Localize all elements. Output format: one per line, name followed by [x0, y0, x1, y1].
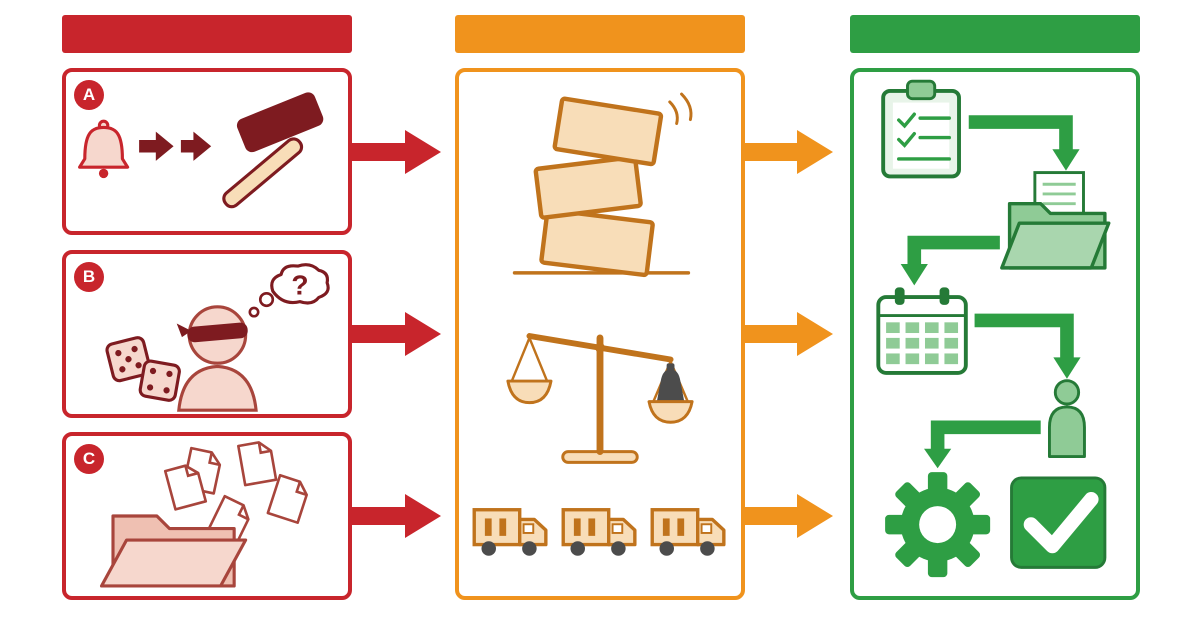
truck-row [471, 502, 729, 562]
red-stage-header-bar [62, 15, 352, 53]
checkmark-square-icon [1010, 476, 1107, 569]
blindfold [176, 322, 248, 343]
badge-a: A [74, 80, 104, 110]
thought-bubble-icon: ? [248, 263, 330, 318]
folder-document-icon [1000, 171, 1111, 270]
gear-icon [885, 472, 991, 578]
calendar-icon [876, 287, 968, 375]
flow-arrow-2 [900, 235, 1000, 286]
truck-icon [561, 508, 637, 556]
orange-connector-arrow-2 [741, 312, 833, 356]
box-b-illustration: ? [105, 263, 330, 412]
flow-arrow-1 [968, 115, 1080, 171]
unstable-stack-icon [512, 92, 693, 278]
clipboard-checklist-icon [881, 79, 961, 179]
flying-papers-icon [163, 441, 308, 547]
folder-icon [99, 514, 248, 588]
bell-icon [78, 119, 130, 179]
orange-connector-arrow-3 [741, 494, 833, 538]
double-arrow-icon [139, 131, 212, 161]
impact-panel [455, 68, 745, 600]
truck-icon [472, 508, 548, 556]
badge-c: C [74, 444, 104, 474]
red-connector-arrow-2 [349, 312, 441, 356]
solution-flow-illustration [876, 79, 1111, 578]
badge-c-label: C [82, 449, 96, 468]
flow-arrow-3 [974, 313, 1081, 379]
orange-connector-arrow-1 [741, 130, 833, 174]
badge-a-label: A [82, 85, 96, 104]
box-a-illustration [78, 92, 324, 209]
red-connector-arrow-1 [349, 130, 441, 174]
balance-scale-icon [506, 333, 694, 464]
question-mark-text: ? [291, 268, 308, 300]
red-connector-arrow-3 [349, 494, 441, 538]
green-stage-header-bar [850, 15, 1140, 53]
blindfolded-person-icon [176, 305, 258, 412]
problem-box-b: B ? [62, 250, 352, 418]
motion-lines [668, 92, 693, 125]
flow-arrow-4 [924, 420, 1041, 469]
truck-icon [650, 508, 726, 556]
solution-panel [850, 68, 1140, 600]
person-icon [1047, 379, 1086, 458]
orange-stage-header-bar [455, 15, 745, 53]
weight-icon [656, 363, 685, 402]
problem-box-a: A [62, 68, 352, 235]
dice-icon [105, 336, 181, 402]
badge-b: B [74, 262, 104, 292]
problem-box-c: C [62, 432, 352, 600]
badge-b-label: B [82, 267, 96, 286]
box-c-illustration [99, 441, 308, 588]
gavel-icon [222, 92, 324, 209]
